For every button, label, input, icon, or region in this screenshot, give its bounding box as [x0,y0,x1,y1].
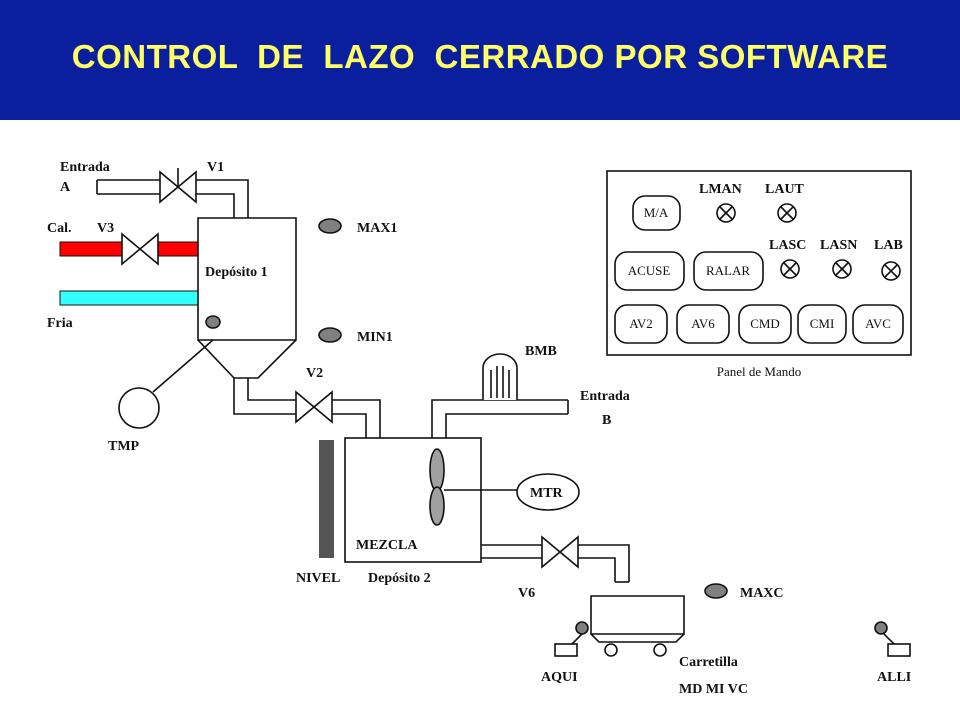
deposito-2-outlet-pipe [481,544,542,559]
mtr-motor[interactable] [516,473,580,511]
label-entrada-b-letter: B [602,413,611,428]
label-v1: V1 [207,160,224,175]
button-m-a-label[interactable]: M/A [644,205,669,220]
alli-sensor [874,621,911,657]
button-av2-label[interactable]: AV2 [629,316,653,331]
label-lamp-lab: LAB [874,238,903,253]
maxc-sensor [704,583,728,599]
label-lamp-lman: LMAN [699,182,742,197]
cold-water-pipe [59,290,199,306]
bmb-pump[interactable] [482,353,518,400]
valve-v6[interactable] [541,535,579,569]
min1-sensor [318,327,342,343]
label-v3: V3 [97,221,114,236]
lamp-lasn-icon [832,259,852,279]
button-av6-label[interactable]: AV6 [691,316,715,331]
button-cmd[interactable] [738,304,792,344]
panel-title: Panel de Mando [717,364,801,379]
header-bar: CONTROL DE LAZO CERRADO POR SOFTWARE [0,0,960,120]
entrada-a-pipe [96,179,249,218]
hot-water-pipe-right [157,241,199,257]
button-cmd-label[interactable]: CMD [750,316,780,331]
label-v2: V2 [306,366,323,381]
tmp-link-line [152,339,214,393]
button-av6[interactable] [676,304,730,344]
lamp-lab-icon [881,261,901,281]
button-avc[interactable] [852,304,904,344]
label-md-mi-vc: MD MI VC [679,682,748,697]
carretilla-cart[interactable] [590,595,685,657]
deposito-2-tank [344,437,482,563]
label-maxc: MAXC [740,586,784,601]
lamp-lasc-icon [780,259,800,279]
lamp-laut-icon [777,203,797,223]
valve-v3[interactable] [121,232,159,266]
label-lamp-laut: LAUT [765,182,805,197]
label-entrada-b: Entrada [580,389,630,404]
label-max1: MAX1 [357,221,397,236]
button-cmi[interactable] [797,304,847,344]
temperature-probe [205,315,221,329]
label-bmb: BMB [525,344,557,359]
lamp-lman-icon [716,203,736,223]
label-deposito-2: Depósito 2 [368,571,431,586]
v6-outlet-pipe [578,544,630,582]
label-carretilla: Carretilla [679,655,738,670]
button-av2[interactable] [614,304,668,344]
label-mtr[interactable]: MTR [530,486,564,501]
button-avc-label[interactable]: AVC [865,316,891,331]
nivel-bar [319,440,334,558]
label-lamp-lasn: LASN [820,238,857,253]
button-acuse-label[interactable]: ACUSE [628,263,671,278]
label-v6: V6 [518,586,535,601]
label-nivel: NIVEL [296,571,340,586]
label-mezcla: MEZCLA [356,538,418,553]
label-deposito-1: Depósito 1 [205,265,268,280]
button-m-a[interactable] [632,195,681,231]
button-cmi-label[interactable]: CMI [810,316,835,331]
label-lamp-lasc: LASC [769,238,806,253]
label-fria: Fria [47,316,73,331]
deposito-1-tank [197,217,297,379]
page-title: CONTROL DE LAZO CERRADO POR SOFTWARE [71,38,889,75]
label-min1: MIN1 [357,330,393,345]
v2-to-deposito-2-pipe [332,399,381,438]
label-tmp: TMP [108,439,140,454]
aqui-sensor [554,621,589,657]
button-ralar[interactable] [693,251,764,291]
entrada-b-pipe [431,399,568,438]
button-ralar-label[interactable]: RALAR [706,263,750,278]
label-entrada-a: Entrada [60,160,110,175]
deposito-1-outlet-pipe [233,378,296,415]
label-cal: Cal. [47,221,72,236]
label-entrada-a-letter: A [60,180,71,195]
tmp-gauge [118,387,160,429]
mixer-blades [429,448,517,526]
button-acuse[interactable] [614,251,685,291]
max1-sensor [318,218,342,234]
hot-water-pipe-left [59,241,123,257]
label-aqui: AQUI [541,670,578,685]
valve-v2[interactable] [295,390,333,424]
label-alli: ALLI [877,670,911,685]
valve-v1[interactable] [159,168,197,204]
